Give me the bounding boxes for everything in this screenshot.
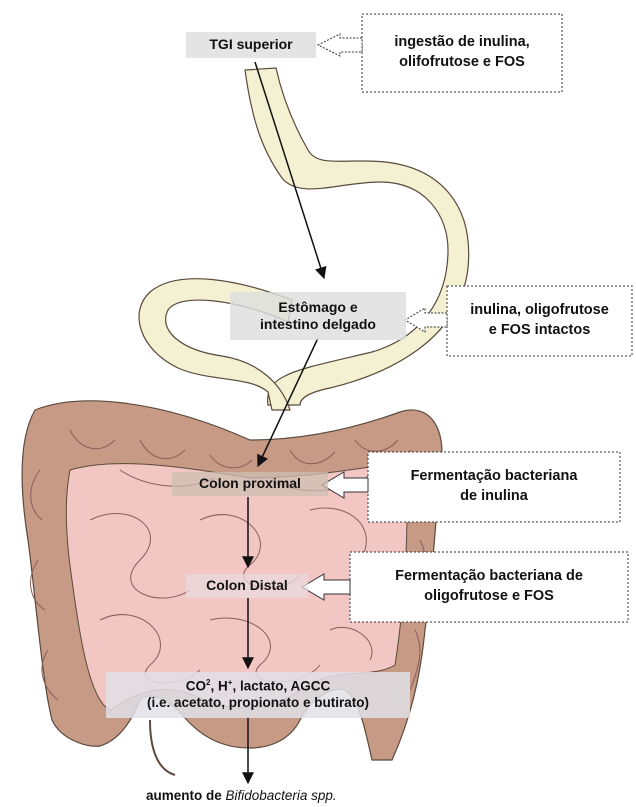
note-ingestion: ingestão de inulina, olifofrutose e FOS — [362, 14, 562, 92]
products-line-2: (i.e. acetato, propionato e butirato) — [147, 695, 369, 712]
note-intact-line-2: e FOS intactos — [489, 321, 591, 341]
note-intact-line-1: inulina, oligofrutose — [470, 301, 609, 321]
hollow-arrow-ingestion — [318, 34, 362, 56]
note-ingestion-line-2: olifofrutose e FOS — [399, 53, 525, 73]
note-ferm-oligo-line-2: oligofrutose e FOS — [424, 587, 554, 607]
note-ferm-inulin-line-2: de inulina — [460, 487, 528, 507]
products-line-1: CO2, H+, lactato, AGCC — [186, 678, 330, 695]
label-colon-distal: Colon Distal — [186, 574, 308, 598]
label-tgi-superior: TGI superior — [186, 32, 316, 58]
stomach-illustration — [245, 68, 469, 405]
label-colon-proximal: Colon proximal — [172, 472, 328, 496]
note-intact: inulina, oligofrutose e FOS intactos — [447, 286, 632, 356]
label-bifidobacteria-result: aumento de Bifidobacteria spp. — [146, 788, 337, 803]
label-stomach-line-1: Estômago e — [278, 299, 357, 317]
note-fermentation-oligo: Fermentação bacteriana de oligofrutose e… — [350, 552, 628, 622]
label-stomach-small-intestine: Estômago e intestino delgado — [230, 292, 406, 340]
appendix-tail — [150, 720, 175, 775]
note-ferm-oligo-line-1: Fermentação bacteriana de — [395, 567, 583, 587]
label-stomach-line-2: intestino delgado — [260, 316, 376, 334]
note-ingestion-line-1: ingestão de inulina, — [394, 33, 529, 53]
note-ferm-inulin-line-1: Fermentação bacteriana — [411, 467, 578, 487]
note-fermentation-inulin: Fermentação bacteriana de inulina — [368, 452, 620, 522]
label-fermentation-products: CO2, H+, lactato, AGCC (i.e. acetato, pr… — [106, 672, 410, 718]
